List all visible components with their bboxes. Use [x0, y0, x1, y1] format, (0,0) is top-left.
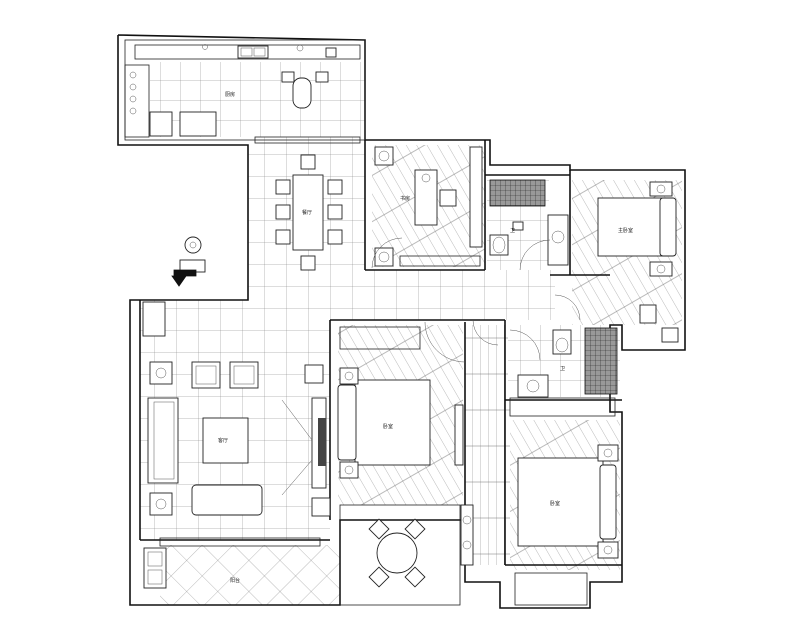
kitchen-label: 厨房 — [225, 91, 235, 98]
bedroom-3-label: 卧室 — [550, 500, 560, 507]
dining-set: 餐厅 — [254, 136, 361, 271]
entrance — [171, 236, 206, 287]
stool-icon — [368, 566, 390, 588]
master-bedroom-label: 主卧室 — [618, 227, 633, 234]
study-furniture: 书房 — [371, 146, 483, 269]
living-furniture: 客厅 — [142, 301, 331, 517]
living-room-label: 客厅 — [218, 437, 228, 444]
entrance-arrow-icon — [171, 269, 197, 287]
sink-icon — [517, 374, 549, 398]
balcony-label: 阳台 — [230, 577, 240, 584]
master-bedroom-furniture: 主卧室 — [597, 181, 679, 343]
toilet-icon — [552, 329, 572, 355]
stool-icon — [404, 518, 426, 540]
door-swing — [554, 294, 581, 321]
bedroom-3-furniture: 卧室 — [514, 444, 619, 606]
bedroom-2-furniture: 卧室 — [337, 321, 466, 479]
dining-label: 餐厅 — [302, 209, 312, 216]
bath-b-label: 卫 — [560, 366, 565, 372]
balcony-furniture: 阳台 — [143, 504, 474, 606]
bedroom-2-label: 卧室 — [383, 423, 393, 430]
study-label: 书房 — [400, 195, 410, 202]
stool-icon — [368, 518, 390, 540]
plant-icon — [311, 497, 331, 517]
bath-b-fixtures: 卫 — [509, 327, 618, 417]
plant-icon — [304, 364, 324, 384]
stool-icon — [404, 566, 426, 588]
door-swing — [472, 319, 499, 346]
walls — [117, 34, 686, 609]
balcony-floor — [160, 545, 340, 605]
bath-a-fixtures — [489, 179, 569, 271]
kitchen-fixtures: 厨房 — [129, 44, 337, 137]
bath-a-label: 卫 — [510, 228, 515, 234]
